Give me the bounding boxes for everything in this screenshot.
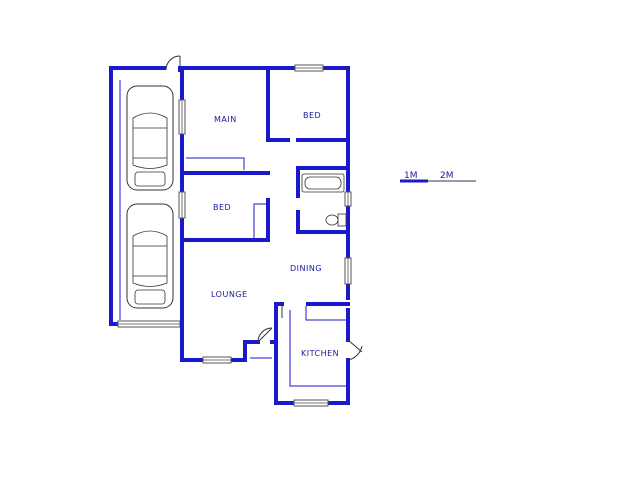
room-label-lounge: LOUNGE <box>211 290 248 299</box>
toilet-icon <box>325 213 347 227</box>
garage <box>109 66 184 328</box>
door-swing-icon <box>165 55 181 71</box>
door-swing-icon <box>347 339 363 361</box>
interior-walls <box>180 66 350 306</box>
bathtub-icon <box>301 173 345 193</box>
scale-bar: 1M 2M <box>400 171 476 183</box>
scale-label-1m: 1M <box>404 171 418 181</box>
car-icon <box>126 85 174 191</box>
room-label-main: MAIN <box>214 115 237 124</box>
room-label-dining: DINING <box>290 264 322 273</box>
scale-label-2m: 2M <box>440 171 454 181</box>
windows <box>178 64 352 407</box>
car-icon <box>126 203 174 309</box>
room-label-kitchen: KITCHEN <box>301 349 339 358</box>
built-ins <box>186 157 346 387</box>
room-label-bed-left: BED <box>213 203 231 212</box>
room-label-bed-top: BED <box>303 111 321 120</box>
door-swing-icon <box>257 327 273 343</box>
